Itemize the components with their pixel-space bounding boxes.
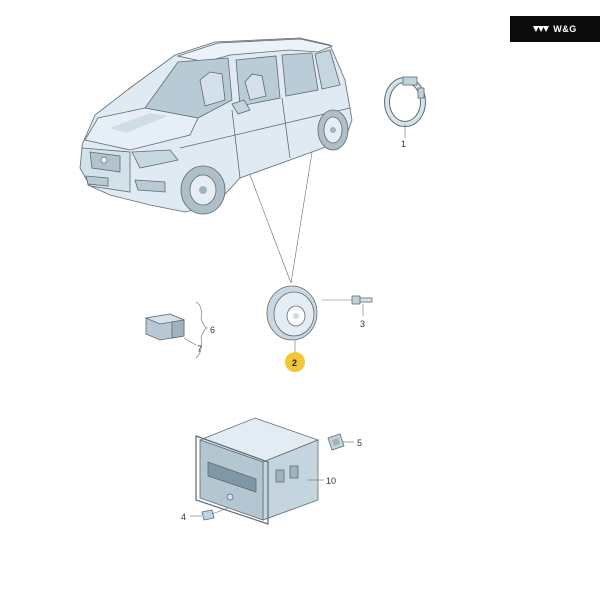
part-1-speaker-ring [384,76,426,127]
part-4-bolt [201,507,229,521]
callout-4: 4 [181,512,186,522]
brand-badge: W&G [510,16,600,42]
callout-3: 3 [360,319,365,329]
part-3-screw [322,295,373,305]
bracket-6-7 [195,301,208,359]
part-7-connector [144,313,186,341]
chevron-logo-icon [533,26,550,32]
leader-7 [183,337,197,346]
part-5-clip [327,433,345,451]
leader-car-to-speaker [249,174,292,284]
callout-2: 2 [292,358,297,368]
callout-2-highlight [285,352,305,372]
part-2-speaker [266,285,318,341]
part-10-radio-unit [195,417,320,525]
callout-7: 7 [197,344,202,354]
callout-6: 6 [210,325,215,335]
brand-label: W&G [553,24,577,34]
car-illustration [79,37,353,215]
callout-10: 10 [326,476,336,486]
callout-1: 1 [401,139,406,149]
leader-car-to-speaker-2 [290,139,315,284]
callout-5: 5 [357,438,362,448]
